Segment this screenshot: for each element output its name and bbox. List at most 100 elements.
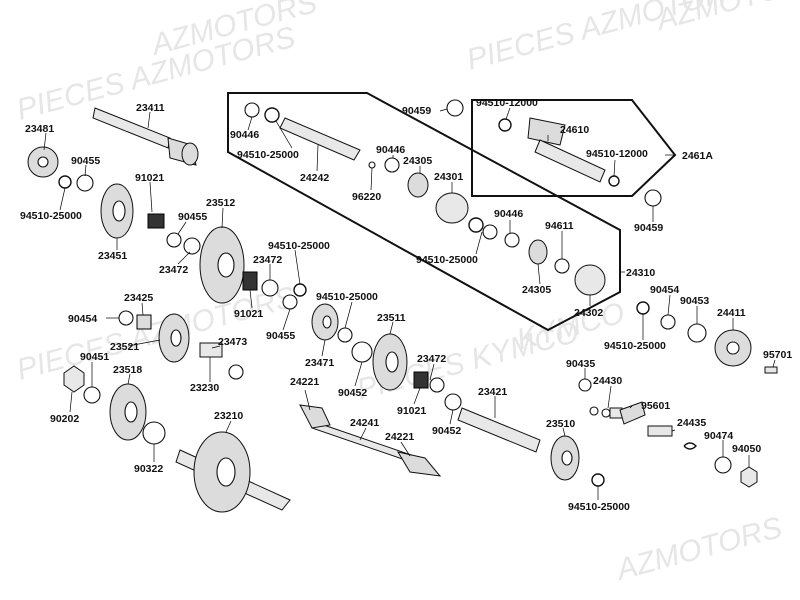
part-95701-bolt (764, 366, 778, 374)
part-label: 23472 (417, 353, 446, 365)
part-label: 90455 (178, 211, 207, 223)
part-label: 94510-25000 (20, 210, 82, 222)
part-23473-washer (228, 364, 244, 380)
part-label: 23210 (214, 410, 243, 422)
part-label: 24221 (290, 376, 319, 388)
part-23511-gear (372, 333, 408, 391)
part-label: 90446 (494, 208, 523, 220)
part-label: 90451 (80, 351, 109, 363)
part-label: 24242 (300, 172, 329, 184)
part-label: 95601 (641, 400, 670, 412)
part-94050-nut (740, 466, 758, 488)
part-96220-pin (368, 161, 376, 169)
part-24305-spring (407, 172, 429, 198)
part-label: 23472 (159, 264, 188, 276)
leader-lines (43, 107, 776, 500)
part-label: 23471 (305, 357, 334, 369)
part-90459-washer (446, 99, 464, 117)
part-label: 90459 (402, 105, 431, 117)
part-label: 90455 (71, 155, 100, 167)
part-24242-shaft (279, 117, 361, 161)
part-label: 24241 (350, 417, 379, 429)
part-24305-spring (528, 239, 548, 265)
part-label: 90459 (634, 222, 663, 234)
part-24221-fork (299, 404, 331, 429)
part-label: 90454 (68, 313, 97, 325)
part-label: 90454 (650, 284, 679, 296)
part-label: 91021 (234, 308, 263, 320)
part-90435-washer (578, 378, 592, 392)
part-label: 24301 (434, 171, 463, 183)
part-90455-washer (166, 232, 182, 248)
part-label: 23472 (253, 254, 282, 266)
part-label: 91021 (397, 405, 426, 417)
part-label: 96220 (352, 191, 381, 203)
part-23481 (27, 146, 59, 178)
part-94510-25000-clip (58, 175, 72, 189)
part-24301-cam (435, 192, 469, 224)
part-label: 90452 (432, 425, 461, 437)
part-label: 94510-25000 (604, 340, 666, 352)
part-label: 90446 (376, 144, 405, 156)
part-90455-washer (282, 294, 298, 310)
part-label: 23411 (136, 102, 165, 114)
part-label: 23481 (25, 123, 54, 135)
part-label: 90435 (566, 358, 595, 370)
part-23421-shaft (457, 407, 541, 453)
part-90446-washer (482, 224, 498, 240)
part-90451-washer (83, 386, 101, 404)
part-24435-shaft (647, 425, 673, 437)
part-label: 24305 (403, 155, 432, 167)
watermark: AZMOTORS (651, 0, 800, 37)
part-23472-washer (429, 377, 445, 393)
part-label: 94050 (732, 443, 761, 455)
part-washer (351, 341, 373, 363)
group-box-24310 (227, 92, 621, 332)
part-label: 94510-25000 (416, 254, 478, 266)
watermark: AZMOTORS (611, 511, 785, 587)
part-94510-25000-clip (636, 301, 650, 315)
part-label: 23425 (124, 292, 153, 304)
part-23230-collar (199, 342, 223, 358)
part-label: 94510-25000 (268, 240, 330, 252)
part-94611-washer (554, 258, 570, 274)
part-90446-washer (504, 232, 520, 248)
group-box-2461A (471, 99, 677, 197)
part-label: 90202 (50, 413, 79, 425)
part-24302-cam (574, 264, 606, 296)
part-label: 91021 (135, 172, 164, 184)
part-23411-shaft (92, 107, 199, 166)
part-label: 90452 (338, 387, 367, 399)
part-label: 23521 (110, 341, 139, 353)
part-label: 24610 (560, 124, 589, 136)
part-label: 23512 (206, 197, 235, 209)
part-label: 94611 (545, 220, 574, 232)
part-23472-washer (261, 279, 279, 297)
part-91021-bearing (147, 213, 165, 229)
part-23521-gear (158, 313, 190, 363)
part-label: 23421 (478, 386, 507, 398)
part-90454-washer (118, 310, 134, 326)
part-label: 23230 (190, 382, 219, 394)
part-label: 24221 (385, 431, 414, 443)
part-23472-washer (183, 237, 201, 255)
part-24435-spring (683, 442, 697, 450)
part-label: 94510-12000 (586, 148, 648, 160)
part-label: 90322 (134, 463, 163, 475)
part-label: 94510-12000 (476, 97, 538, 109)
part-23425-bushing (136, 314, 152, 330)
part-24221-fork (396, 451, 442, 477)
part-90202-nut (63, 365, 85, 393)
part-23512-gear (199, 226, 245, 304)
part-label: 24435 (677, 417, 706, 429)
part-label: 23510 (546, 418, 575, 430)
part-23471-hub (311, 303, 339, 341)
part-91021-bearing (413, 371, 429, 389)
part-label: 24302 (574, 307, 603, 319)
part-90474-washer (714, 456, 732, 474)
part-23451-gear (100, 183, 134, 239)
part-90452-washer (444, 393, 462, 411)
part-94510-12000-clip (498, 118, 512, 132)
part-24411-gear (714, 329, 752, 367)
